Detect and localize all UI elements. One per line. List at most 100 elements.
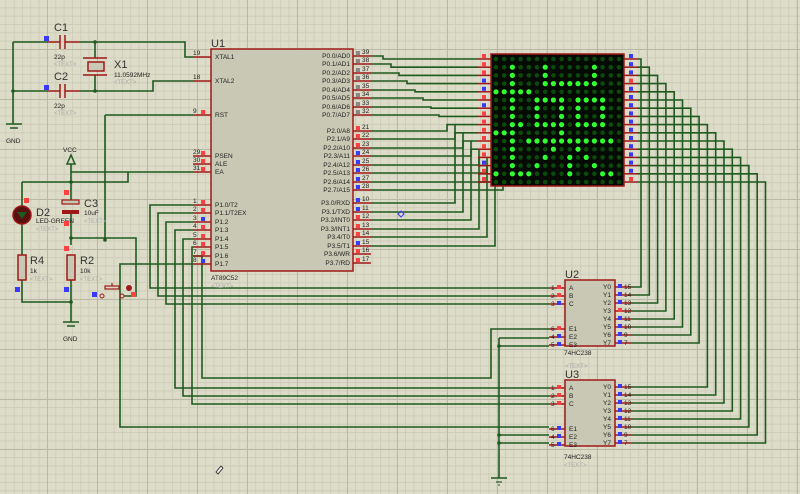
pin-state-icon xyxy=(356,185,360,189)
led-off xyxy=(616,73,622,78)
led-on xyxy=(509,146,515,152)
led-off xyxy=(518,97,523,103)
pin-state-icon xyxy=(356,68,360,72)
led-off xyxy=(534,155,540,160)
capacitor-c3[interactable]: C3 10uF <TEXT> xyxy=(61,190,107,226)
led-off xyxy=(518,155,523,160)
pin-state-icon xyxy=(618,300,622,304)
microcontroller-u1[interactable]: U1 AT89C52 <TEXT> 19XTAL118XTAL29RST29PS… xyxy=(193,38,371,290)
pin-state-icon xyxy=(629,127,633,132)
capacitor-c1[interactable]: C1 22p <TEXT> xyxy=(44,22,79,68)
pin-state-icon xyxy=(482,103,486,108)
led-off xyxy=(559,73,564,78)
led-off xyxy=(542,89,548,95)
pin-number: 17 xyxy=(362,256,370,263)
pin-name: E2 xyxy=(569,434,577,441)
u3-ref: U3 xyxy=(565,369,579,381)
led-off xyxy=(526,130,532,136)
led-off xyxy=(551,130,556,136)
led-off xyxy=(501,122,507,127)
led-on xyxy=(600,97,606,103)
pin-number: 27 xyxy=(362,175,370,182)
pin-state-icon xyxy=(201,234,205,238)
u1-text: <TEXT> xyxy=(211,284,234,290)
led-on xyxy=(509,113,515,119)
pin-number: 2 xyxy=(193,206,197,213)
led-off xyxy=(542,130,548,136)
pin-name: PSEN xyxy=(215,153,233,160)
led-off xyxy=(501,155,507,160)
led-off xyxy=(616,171,622,177)
led-off xyxy=(583,73,589,78)
led-on xyxy=(542,97,548,103)
reset-pushbutton[interactable] xyxy=(92,283,136,299)
led-off xyxy=(534,56,540,62)
pin-state-icon xyxy=(557,301,561,305)
pin-number: 15 xyxy=(624,284,632,291)
led-on xyxy=(600,171,606,177)
pin-name: XTAL2 xyxy=(215,78,235,85)
c1-value: 22p xyxy=(54,54,65,61)
pin-state-icon xyxy=(356,134,360,138)
led-d2[interactable]: D2 LED-GREEN <TEXT> xyxy=(12,198,74,233)
pin-state-icon xyxy=(201,225,205,229)
vcc-terminal[interactable]: VCC xyxy=(63,147,77,165)
led-off xyxy=(616,114,622,119)
pin-state-icon xyxy=(15,287,20,292)
wire xyxy=(371,140,478,149)
pin-name: P2.7/A15 xyxy=(323,187,350,194)
led-off xyxy=(567,179,573,185)
resistor-r4[interactable]: R4 1k <TEXT> xyxy=(15,254,53,292)
pin-state-icon xyxy=(356,126,360,130)
led-on xyxy=(542,81,548,87)
pin-state-icon xyxy=(482,160,486,165)
wire xyxy=(632,82,667,312)
pin-state-icon xyxy=(629,168,633,173)
pin-name: E2 xyxy=(569,334,577,341)
wire xyxy=(165,221,549,305)
led-off xyxy=(551,89,556,95)
wire xyxy=(632,66,651,296)
led-off xyxy=(608,105,614,111)
led-on xyxy=(542,72,548,78)
led-off xyxy=(608,163,614,168)
led-matrix-16x16[interactable] xyxy=(478,53,637,187)
led-off xyxy=(608,130,614,136)
pin-number: 34 xyxy=(362,91,370,98)
r4-value: 1k xyxy=(30,268,38,275)
led-off xyxy=(600,89,605,95)
pin-name: ALE xyxy=(215,161,228,168)
pin-name: P1.5 xyxy=(215,244,229,251)
led-off xyxy=(575,64,581,70)
led-off xyxy=(616,64,622,70)
led-on xyxy=(591,122,598,128)
u1-part: AT89C52 xyxy=(211,275,238,282)
led-off xyxy=(592,56,597,62)
pin-state-icon xyxy=(356,168,360,172)
led-off xyxy=(542,179,548,185)
pin-number: 9 xyxy=(193,108,197,115)
wire xyxy=(371,63,478,68)
crystal-x1[interactable]: X1 11.0592MHz <TEXT> xyxy=(83,57,150,86)
pin-name: E1 xyxy=(569,426,577,433)
pin-number: 13 xyxy=(362,222,370,229)
pin-name: EA xyxy=(215,169,224,176)
pin-number: 15 xyxy=(362,239,370,246)
pin-name: XTAL1 xyxy=(215,54,235,61)
led-off xyxy=(493,146,499,152)
pin-state-icon xyxy=(557,293,561,297)
resistor-r2[interactable]: R2 10k <TEXT> xyxy=(64,246,103,292)
capacitor-c2[interactable]: C2 22p <TEXT> xyxy=(44,71,79,117)
pin-number: 12 xyxy=(362,213,370,220)
led-off xyxy=(567,73,573,78)
led-on xyxy=(509,122,515,128)
pin-name: A xyxy=(569,385,574,392)
pin-number: 6 xyxy=(551,426,555,433)
probe-marker-icon[interactable] xyxy=(397,210,405,218)
led-on xyxy=(534,105,540,111)
wire xyxy=(371,123,478,132)
led-off xyxy=(518,105,523,111)
